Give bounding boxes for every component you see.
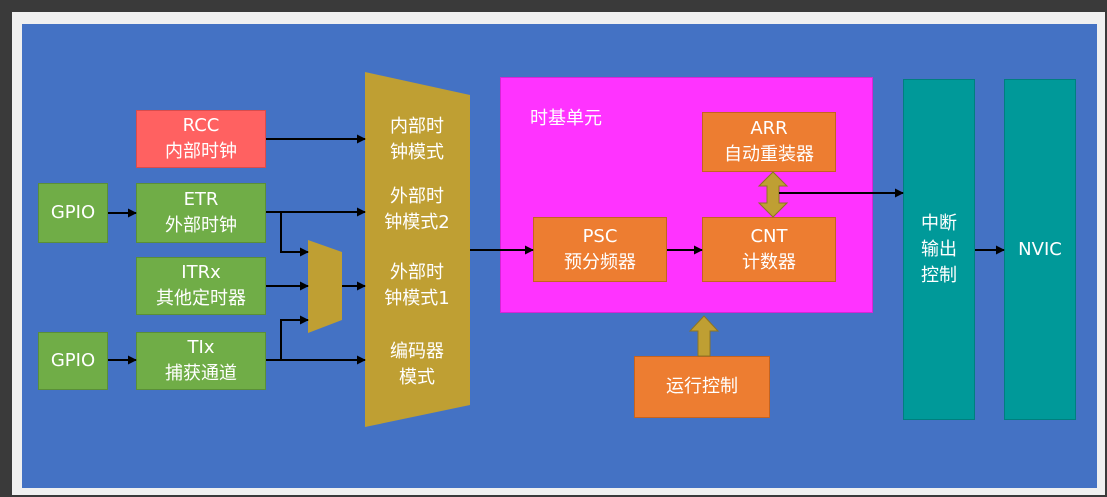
mode-label-internal-clock: 内部时 钟模式: [367, 114, 467, 166]
mode-ext2-line-2: 钟模式2: [384, 212, 450, 233]
psc-prescaler-box: PSC 预分频器: [533, 217, 667, 282]
cnt-label: CNT: [750, 225, 788, 247]
tix-capture-channel-box: TIx 捕获通道: [136, 332, 266, 390]
interrupt-output-line-2: 输出: [921, 238, 957, 260]
mode-encoder-line-2: 模式: [399, 367, 435, 388]
mode-internal-line-1: 内部时: [390, 116, 444, 137]
arr-label: ARR: [750, 118, 788, 139]
rcc-sublabel: 内部时钟: [165, 141, 237, 162]
itrx-sublabel: 其他定时器: [156, 288, 246, 309]
arr-sublabel: 自动重装器: [724, 144, 814, 165]
etr-label: ETR: [183, 189, 219, 210]
arr-auto-reload-box: ARR 自动重装器: [702, 112, 836, 172]
psc-sublabel: 预分频器: [564, 251, 636, 273]
gpio-tix-box: GPIO: [38, 332, 108, 390]
mode-encoder-line-1: 编码器: [390, 341, 444, 362]
itrx-other-timer-box: ITRx 其他定时器: [136, 257, 266, 315]
mode-label-external-clock-2: 外部时 钟模式2: [367, 184, 467, 236]
psc-label: PSC: [582, 225, 618, 247]
rcc-internal-clock-box: RCC 内部时钟: [136, 110, 266, 168]
itrx-label: ITRx: [181, 262, 221, 283]
gpio-etr-label: GPIO: [50, 202, 96, 223]
etr-external-clock-box: ETR 外部时钟: [136, 183, 266, 243]
cnt-sublabel: 计数器: [742, 251, 796, 273]
etr-sublabel: 外部时钟: [165, 215, 237, 236]
gpio-tix-label: GPIO: [50, 350, 96, 371]
nvic-label: NVIC: [1018, 238, 1062, 260]
interrupt-output-line-3: 控制: [921, 264, 957, 286]
cnt-counter-box: CNT 计数器: [702, 217, 836, 282]
run-control-label: 运行控制: [666, 376, 738, 397]
interrupt-output-control-box: 中断 输出 控制: [903, 79, 975, 420]
interrupt-output-line-1: 中断: [921, 212, 957, 234]
time-base-title: 时基单元: [530, 108, 602, 129]
mode-internal-line-2: 钟模式: [390, 142, 444, 163]
run-control-box: 运行控制: [634, 356, 770, 418]
mode-ext1-line-2: 钟模式1: [384, 288, 450, 309]
tix-sublabel: 捕获通道: [165, 363, 237, 384]
gpio-etr-box: GPIO: [38, 183, 108, 243]
mode-ext1-line-1: 外部时: [390, 262, 444, 283]
rcc-label: RCC: [182, 115, 220, 136]
mode-label-external-clock-1: 外部时 钟模式1: [367, 260, 467, 312]
nvic-box: NVIC: [1004, 79, 1076, 420]
mode-ext2-line-1: 外部时: [390, 186, 444, 207]
tix-label: TIx: [187, 337, 215, 358]
mode-label-encoder: 编码器 模式: [367, 339, 467, 391]
